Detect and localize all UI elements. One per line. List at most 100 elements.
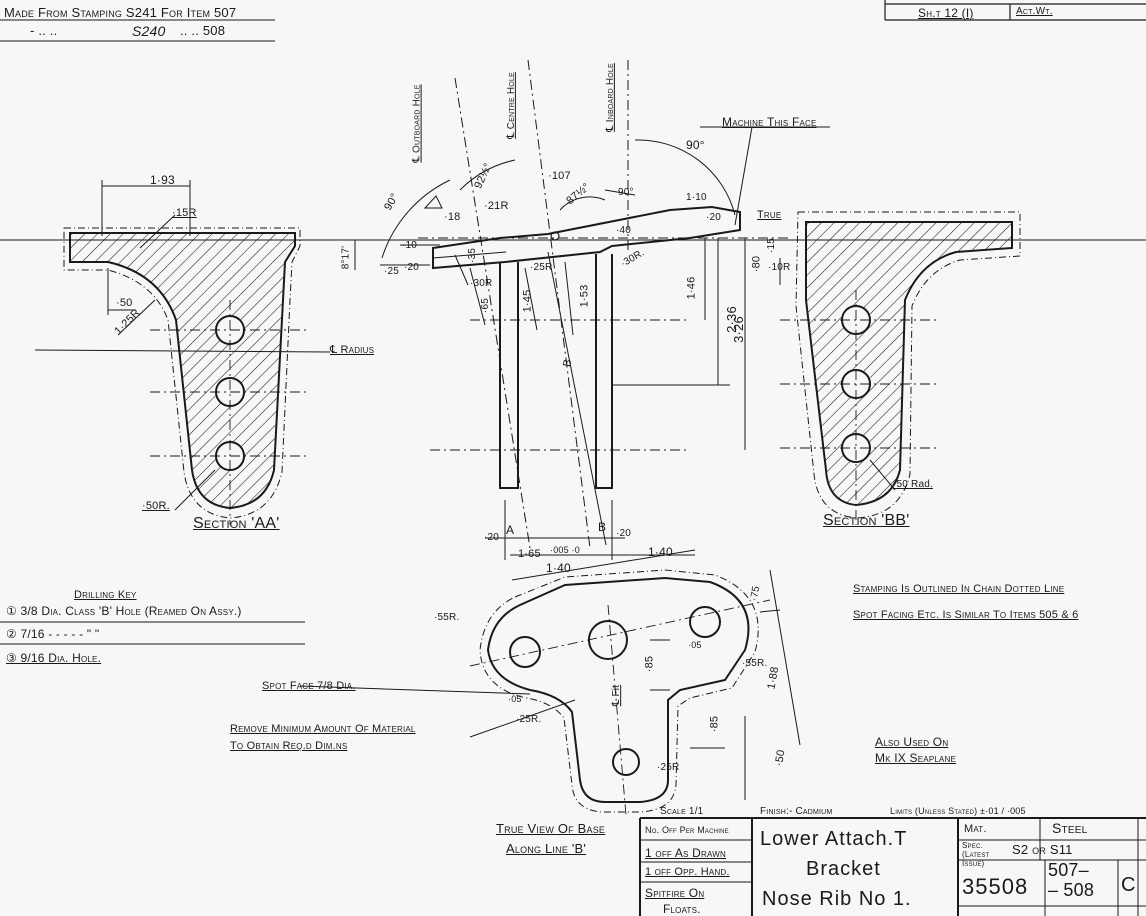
dim-20-bottom-left: ·20 <box>484 532 500 543</box>
dim-1-93: 1·93 <box>150 173 175 187</box>
inboard-hole-label: ℄ Inboard Hole <box>604 63 616 132</box>
a-marker: A <box>506 523 515 537</box>
machine-face-label: Machine This Face <box>722 115 817 129</box>
drawing-number: 35508 <box>962 874 1029 899</box>
section-aa-shape <box>63 227 310 525</box>
sheet-ref-box <box>884 0 1146 21</box>
dim-25: ·25 <box>384 266 400 277</box>
items-508: – 508 <box>1048 880 1095 900</box>
dim-r15: ·15R <box>172 207 197 219</box>
dim-1-65: 1·65 <box>518 548 541 560</box>
dim-r25-base: ·25R. <box>516 714 542 725</box>
dim-r25: ·25R <box>530 262 553 273</box>
remove-material-note-1: Remove Minimum Amount Of Material <box>230 723 416 735</box>
spot-facing-note: Spot Facing Etc. Is Similar To Items 505… <box>853 609 1079 621</box>
section-aa-label: Section 'AA' <box>193 515 280 532</box>
stamping-note-2-dashes: - .. .. <box>30 23 58 38</box>
title-line-2: Bracket <box>806 858 881 880</box>
centre-hole-label: ℄ Centre Hole <box>505 72 517 139</box>
dim-1-46: 1·46 <box>685 276 698 300</box>
angle-90-right: 90° <box>618 187 634 198</box>
angle-8-17: 8°17' <box>340 245 352 270</box>
bracket-elevation <box>354 59 830 560</box>
title-line-1: Lower Attach.T <box>760 828 908 850</box>
dim-r10: ·10R <box>768 262 791 273</box>
dim-05-right: ·05 <box>688 640 702 650</box>
dim-r55-left: ·55R. <box>434 612 460 623</box>
dim-r21: ·21R <box>484 200 509 212</box>
outboard-hole-label: ℄ Outboard Hole <box>411 84 423 163</box>
sheet-ref: Sh.t 12 (I) <box>918 6 974 20</box>
dim-50: ·50 <box>116 297 133 309</box>
limits-label: Limits (Unless Stated) ±·01 / ·005 <box>890 806 1026 816</box>
mat-value: Steel <box>1052 820 1088 836</box>
dim-20-left: ·20 <box>404 262 420 273</box>
b-marker-bottom: B <box>598 520 607 534</box>
scale-label: Scale 1/1 <box>660 806 704 817</box>
drilling-key-text-3: 9/16 Dia. Hole. <box>20 651 102 665</box>
dim-1-53: 1·53 <box>578 284 591 308</box>
drilling-key-title: Drilling Key <box>74 589 137 601</box>
no-off-label: No. Off Per Machine <box>645 825 729 835</box>
stamping-outline-note: Stamping Is Outlined In Chain Dotted Lin… <box>853 583 1065 595</box>
dim-40: ·40 <box>616 225 632 236</box>
spec-value: S2 or S11 <box>1012 842 1073 857</box>
mat-label: Mat. <box>964 823 987 835</box>
section-bb-label: Section 'BB' <box>823 512 910 529</box>
drilling-key-num-2: ② <box>6 627 17 641</box>
dim-10: ·10 <box>402 240 418 251</box>
act-wt: Act.Wt. <box>1016 6 1053 17</box>
off-opp-hand: 1 off Opp. Hand. <box>645 866 730 878</box>
spec-label: Spec. (Latest Issue) <box>962 841 990 868</box>
also-used-1: Also Used On <box>875 735 949 749</box>
dim-107: ·107 <box>548 170 571 182</box>
drilling-key-item-1: ① 3/8 Dia. Class 'B' Hole (Reamed On Ass… <box>6 604 242 618</box>
also-used-2: Mk IX Seaplane <box>875 751 957 765</box>
dim-r55-right: ·55R. <box>742 658 768 669</box>
drilling-key-item-3: ③ 9/16 Dia. Hole. <box>6 651 101 665</box>
issue-letter: C <box>1121 874 1136 896</box>
drilling-key-text-2: 7/16 - - - - - " " <box>20 627 100 641</box>
true-label: True <box>757 209 782 221</box>
true-view-base <box>299 549 801 816</box>
dim-20-bottom-right: ·20 <box>616 528 632 539</box>
remove-material-note-2: To Obtain Req.d Dim.ns <box>230 740 348 752</box>
spitfire-on: Spitfire On <box>645 886 705 900</box>
dim-18: ·18 <box>444 211 461 223</box>
dim-80: ·80 <box>750 255 763 273</box>
off-as-drawn: 1 off As Drawn <box>645 846 726 860</box>
dim-1-45: 1·45 <box>521 289 534 313</box>
stamping-note-1: Made From Stamping S241 For Item 507 <box>4 5 237 20</box>
dim-1-40-a: 1·40 <box>546 561 571 575</box>
items-507: 507– <box>1048 860 1089 880</box>
title-block <box>639 817 1146 916</box>
section-bb-shape <box>779 211 1021 525</box>
spot-face-note: Spot Face 7/8 Dia. <box>262 680 356 692</box>
dim-15: ·15 <box>766 237 778 254</box>
dim-65: ·65 <box>480 297 492 314</box>
drilling-key-item-2: ② 7/16 - - - - - " " <box>6 627 99 641</box>
dim-1-40-b: 1·40 <box>648 545 673 559</box>
dim-20-top: ·20 <box>706 212 722 223</box>
title-line-3: Nose Rib No 1. <box>762 888 912 910</box>
dim-50-rad: ·50 Rad. <box>893 479 933 490</box>
dim-1-10: 1·10 <box>686 192 707 203</box>
stamping-note-2-tail: .. .. 508 <box>180 23 226 38</box>
angle-90-top: 90° <box>686 138 705 152</box>
dim-r25-lower: ·25R <box>657 762 680 773</box>
true-view-label-1: True View Of Base <box>496 821 606 836</box>
drilling-key-num-1: ① <box>6 604 17 618</box>
true-view-label-2: Along Line 'B' <box>506 841 587 856</box>
radius-label: ℄ Radius <box>330 344 375 356</box>
dim-005: ·005 ·0 <box>550 545 580 555</box>
dim-85-b: ·85 <box>708 715 721 733</box>
dim-r50: ·50R. <box>142 500 170 512</box>
dim-3-26: 3·26 <box>730 316 746 343</box>
dim-85-a: ·85 <box>643 655 656 673</box>
dim-35: ·35 <box>467 247 479 264</box>
dim-r30-left: ·30R <box>470 278 493 289</box>
drilling-key-num-3: ③ <box>6 651 17 665</box>
finish-label: Finish:- Cadmium <box>760 806 833 817</box>
dim-05-left: ·05 <box>508 694 522 704</box>
